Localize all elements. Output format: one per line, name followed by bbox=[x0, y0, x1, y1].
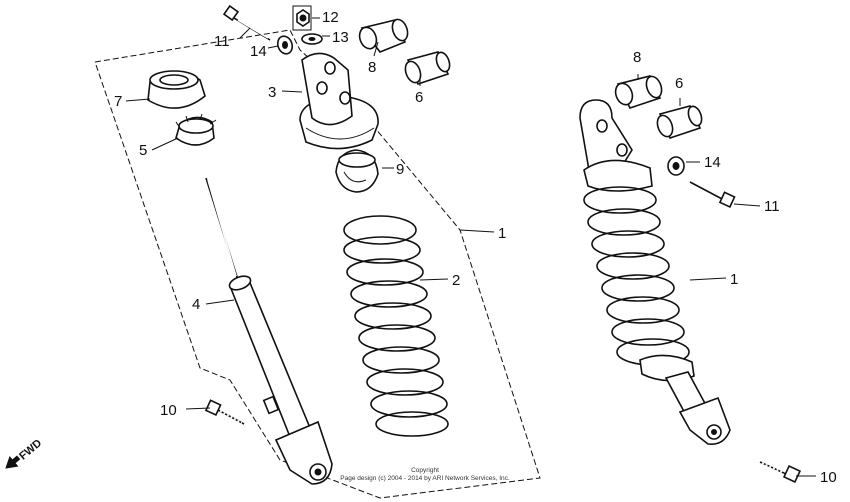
collar-6-left bbox=[404, 51, 451, 85]
shock-absorber-1-right bbox=[579, 99, 731, 446]
fwd-indicator: FWD bbox=[5, 437, 44, 469]
bushing-8-left bbox=[358, 18, 409, 53]
assembly-outline bbox=[94, 29, 541, 499]
bolt-10-left bbox=[204, 399, 245, 425]
washer-14-left bbox=[276, 35, 294, 55]
bump-rubber-9 bbox=[335, 149, 379, 193]
callout-7: 7 bbox=[114, 93, 122, 110]
callout-8-left: 8 bbox=[368, 59, 376, 76]
callout-1-right: 1 bbox=[730, 271, 738, 288]
bolt-10-right bbox=[759, 461, 802, 484]
callout-10-left: 10 bbox=[160, 402, 177, 419]
copyright-line-1: Copyright bbox=[411, 467, 439, 474]
callout-9: 9 bbox=[396, 161, 404, 178]
callout-14-right: 14 bbox=[704, 154, 721, 171]
washer-14-right bbox=[667, 156, 685, 176]
fwd-label: FWD bbox=[17, 437, 44, 462]
callout-13: 13 bbox=[332, 29, 349, 46]
callout-1-left: 1 bbox=[498, 225, 506, 242]
spring-seat-7 bbox=[147, 70, 206, 109]
callout-8-right: 8 bbox=[633, 49, 641, 66]
callout-4: 4 bbox=[192, 296, 200, 313]
callout-11-left: 11 bbox=[214, 33, 230, 50]
nut-12 bbox=[292, 5, 312, 31]
bolt-11-left bbox=[222, 4, 271, 41]
bushing-8-right bbox=[614, 75, 663, 109]
bolt-11-right bbox=[689, 181, 736, 209]
copyright-line-2: Page design (c) 2004 - 2014 by ARI Netwo… bbox=[340, 475, 510, 482]
callout-6-right: 6 bbox=[675, 75, 683, 92]
callout-12: 12 bbox=[322, 9, 339, 26]
callout-5: 5 bbox=[139, 142, 147, 159]
damper-4 bbox=[205, 177, 333, 485]
callout-10-right: 10 bbox=[820, 469, 837, 486]
upper-mount-3 bbox=[299, 52, 379, 150]
callout-6-left: 6 bbox=[415, 89, 423, 106]
coil-spring-2 bbox=[343, 215, 449, 437]
callout-3: 3 bbox=[268, 84, 276, 101]
callout-11-right: 11 bbox=[764, 198, 780, 215]
stopper-5 bbox=[175, 113, 217, 146]
collar-6-right bbox=[656, 105, 703, 139]
callout-14-left: 14 bbox=[250, 43, 267, 60]
callout-2: 2 bbox=[452, 272, 460, 289]
washer-13 bbox=[301, 33, 323, 45]
leader-lines bbox=[125, 17, 816, 477]
